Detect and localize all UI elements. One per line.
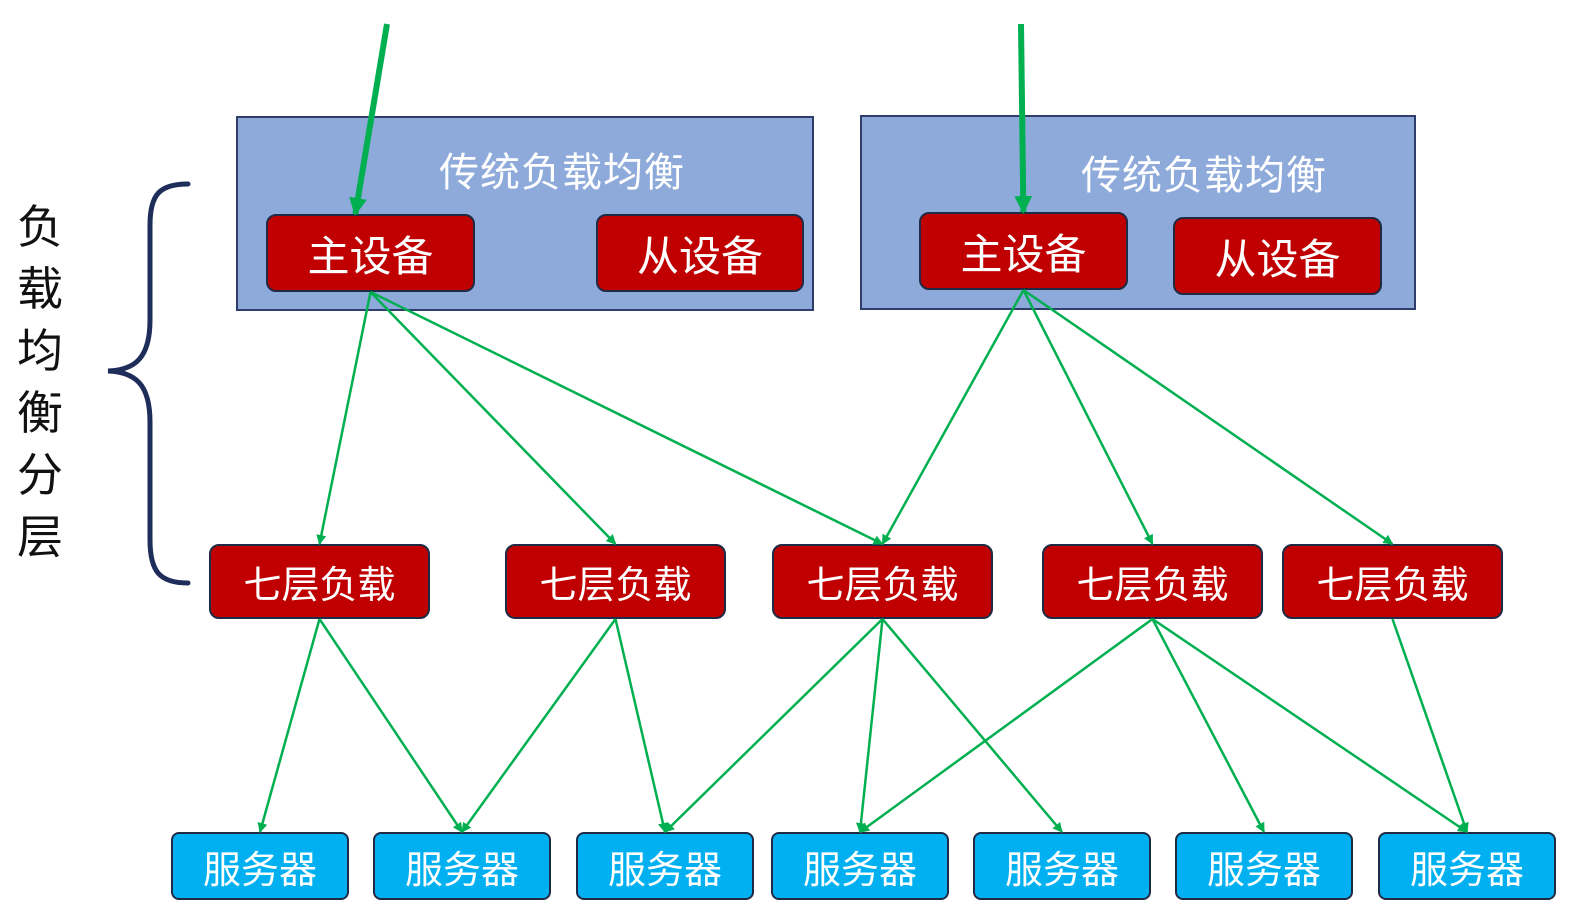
l7-to-server-arrow-1	[257, 618, 321, 833]
l7-to-server-arrow-8	[859, 617, 1154, 834]
layer-title-char: 均	[17, 324, 63, 378]
l7-to-server-arrow-2	[318, 618, 464, 833]
layer-title-char: 衡	[17, 386, 63, 440]
layer-title: 负 载 均 衡 分 层	[10, 196, 70, 568]
group-2-slave-device: 从设备	[1173, 217, 1382, 295]
server-3: 服务器	[576, 832, 754, 900]
l7-to-server-arrow-3	[460, 618, 617, 833]
layer-brace-icon	[107, 181, 191, 586]
server-7: 服务器	[1378, 832, 1556, 900]
l7-to-server-arrow-7	[881, 618, 1063, 833]
traditional-lb-group-1-label: 传统负载均衡	[439, 150, 685, 196]
server-1: 服务器	[171, 832, 349, 900]
group-1-slave-device: 从设备	[596, 214, 804, 292]
master-to-l7-arrow-5	[1022, 289, 1154, 545]
l7-load-balancer-3: 七层负载	[772, 544, 993, 619]
server-2: 服务器	[373, 832, 551, 900]
server-6: 服务器	[1175, 832, 1353, 900]
master-to-l7-arrow-2	[369, 291, 617, 545]
server-5: 服务器	[973, 832, 1151, 900]
master-to-l7-arrow-6	[1022, 288, 1394, 546]
l7-to-server-arrow-6	[855, 618, 884, 833]
group-1-master-device: 主设备	[266, 214, 475, 292]
master-to-l7-arrow-1	[316, 291, 372, 545]
l7-to-server-arrow-5	[664, 618, 884, 833]
ingress-arrow-2	[1014, 23, 1033, 214]
traditional-lb-group-2-label: 传统负载均衡	[1081, 153, 1327, 199]
ingress-arrow-1	[349, 23, 390, 216]
layer-title-char: 分	[17, 448, 63, 502]
layer-title-char: 载	[17, 262, 63, 316]
l7-to-server-arrow-10	[1151, 617, 1468, 834]
l7-load-balancer-1: 七层负载	[209, 544, 430, 619]
server-4: 服务器	[771, 832, 949, 900]
l7-load-balancer-2: 七层负载	[505, 544, 726, 619]
l7-to-server-arrow-11	[1391, 618, 1469, 833]
l7-load-balancer-5: 七层负载	[1282, 544, 1503, 619]
l7-load-balancer-4: 七层负载	[1042, 544, 1263, 619]
l7-to-server-arrow-4	[614, 618, 668, 833]
master-to-l7-arrow-4	[881, 289, 1025, 545]
layer-title-char: 负	[17, 200, 63, 254]
master-to-l7-arrow-3	[369, 290, 884, 546]
l7-to-server-arrow-9	[1151, 618, 1266, 833]
layer-title-char: 层	[17, 510, 63, 564]
